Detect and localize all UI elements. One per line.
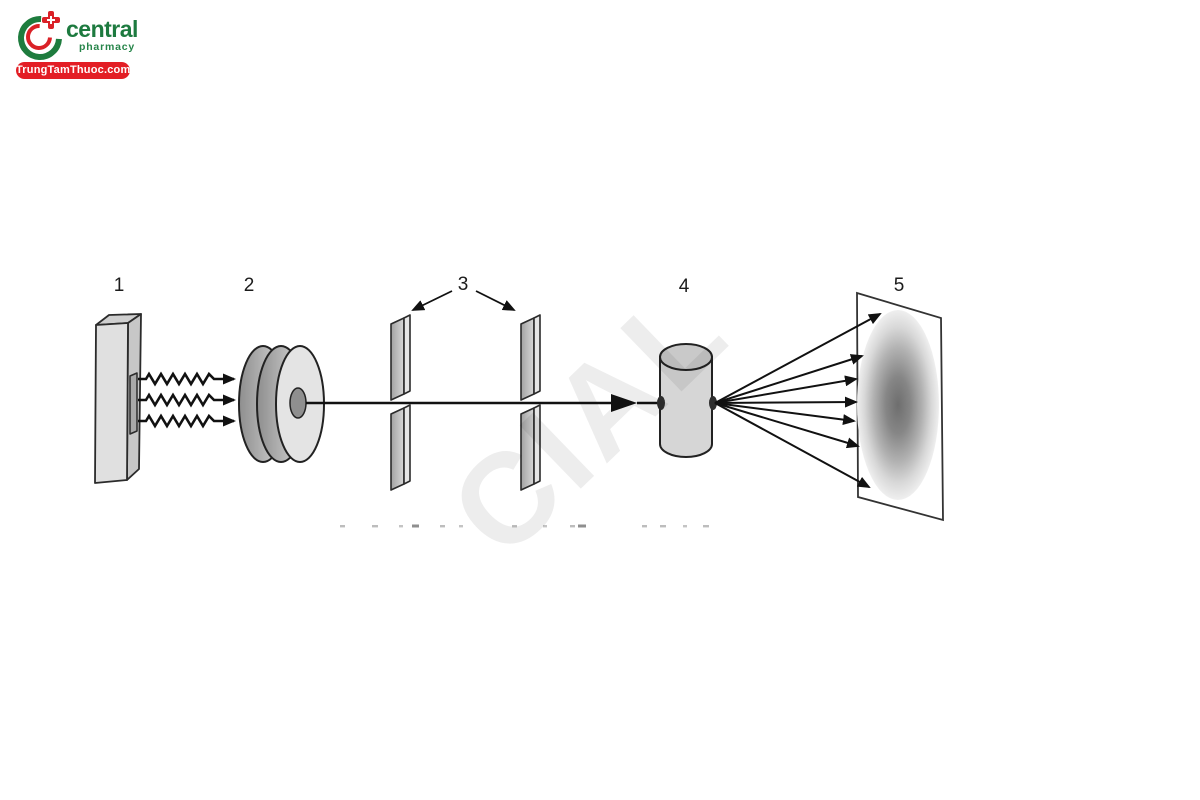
beam-exit-dot [709, 396, 717, 410]
pharmacy-cross-icon [8, 6, 72, 70]
scattered-ray [714, 313, 882, 404]
brand-tagline: pharmacy [79, 41, 136, 53]
label-3: 3 [458, 274, 469, 295]
wavy-arrow [138, 371, 236, 387]
detector-screen [856, 291, 944, 522]
slit-plate-upper-left [390, 314, 411, 401]
label-1: 1 [114, 275, 125, 296]
label3-pointers [411, 290, 516, 311]
diffraction-halo [857, 310, 939, 500]
primary-beam [306, 394, 661, 412]
wavy-arrow [138, 392, 236, 408]
scattered-ray [714, 354, 864, 404]
label-4: 4 [679, 276, 690, 297]
pointer-right [475, 290, 516, 311]
scattered-ray [714, 402, 856, 426]
brand-banner: TrungTamThuoc.com [16, 62, 130, 79]
scattered-ray [714, 402, 860, 449]
sample-cylinder [657, 343, 717, 458]
pointer-left [411, 290, 453, 311]
central-pharmacy-logo[interactable]: central pharmacy TrungTamThuoc.com [8, 6, 146, 79]
beam-arrowhead [611, 394, 637, 412]
scattered-rays [714, 313, 882, 488]
beam-entry-dot [657, 396, 665, 410]
scattered-ray [714, 396, 858, 408]
slit-plate-lower-right [520, 404, 541, 491]
radiation-wavy-arrows [138, 371, 236, 429]
label-5: 5 [894, 275, 905, 296]
scattered-ray [714, 402, 871, 488]
emission-window [129, 372, 138, 435]
plus-icon [42, 11, 60, 29]
collimator-hole [289, 387, 307, 419]
slit-plate-lower-left [390, 404, 411, 491]
brand-name: central [66, 16, 138, 42]
source-slab [94, 313, 142, 484]
scattered-ray [714, 375, 858, 404]
slit-plates [390, 314, 541, 491]
collimator-discs [238, 345, 325, 463]
wavy-arrow [138, 413, 236, 429]
slit-plate-upper-right [520, 314, 541, 401]
caption-remnants [340, 524, 709, 528]
label-2: 2 [244, 275, 255, 296]
